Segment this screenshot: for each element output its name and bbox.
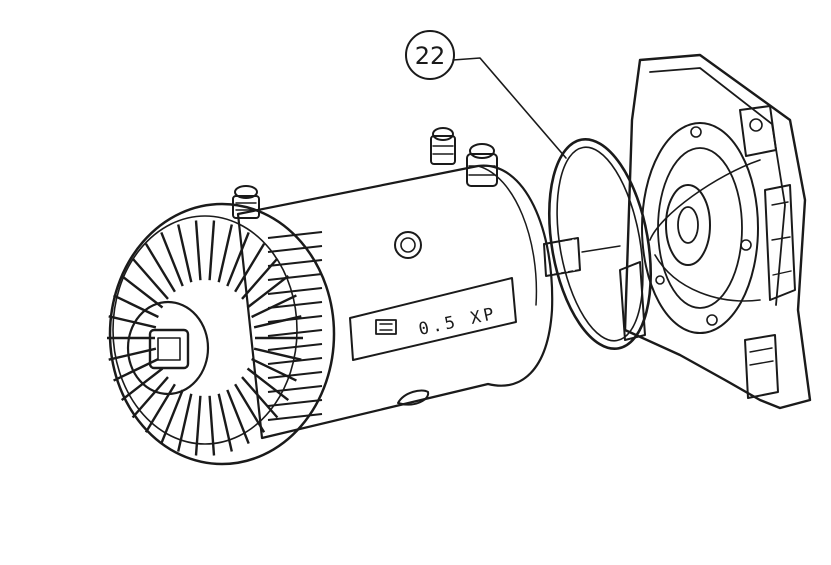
alignment-line bbox=[581, 245, 621, 253]
cooling-fin bbox=[267, 399, 323, 407]
top-lug bbox=[739, 105, 777, 157]
cooling-fin bbox=[217, 393, 233, 452]
cooling-fin bbox=[251, 294, 297, 319]
cooling-fin bbox=[267, 357, 323, 365]
motor-label-plate: 0.5 XP bbox=[349, 277, 517, 361]
cooling-fin bbox=[226, 231, 250, 287]
callout-22: 22 bbox=[405, 30, 567, 159]
cooling-fin bbox=[267, 315, 323, 323]
finned-end-cap bbox=[107, 202, 336, 466]
cooling-fin bbox=[194, 220, 202, 281]
cooling-fin bbox=[267, 287, 323, 295]
terminal-stud-right bbox=[466, 143, 498, 187]
callout-leader bbox=[452, 57, 567, 159]
cooling-fin bbox=[208, 220, 216, 281]
cooling-fin bbox=[241, 376, 279, 419]
cooling-fin bbox=[160, 231, 184, 287]
terminal-stud-left bbox=[232, 185, 260, 219]
cooling-fin bbox=[267, 259, 323, 267]
cooling-fin bbox=[226, 389, 250, 445]
cooling-fin bbox=[267, 343, 323, 351]
cooling-fin bbox=[267, 385, 323, 393]
cooling-fin bbox=[131, 376, 169, 419]
cooling-fin bbox=[267, 413, 323, 421]
cooling-fin bbox=[108, 315, 157, 329]
armature-shaft bbox=[543, 237, 581, 277]
mounting-holes bbox=[655, 126, 752, 326]
cooling-fin bbox=[217, 224, 233, 283]
side-bracket bbox=[764, 184, 796, 301]
mounting-bolt bbox=[394, 231, 422, 259]
cooling-fin bbox=[234, 383, 266, 433]
cooling-fin bbox=[194, 395, 202, 456]
cooling-fin bbox=[267, 245, 323, 253]
cooling-fin bbox=[267, 231, 323, 239]
vent-slot bbox=[397, 389, 430, 406]
cooling-fin bbox=[144, 243, 176, 293]
brush-holder bbox=[619, 261, 779, 399]
motor-icon bbox=[375, 319, 397, 335]
cooling-fin bbox=[131, 257, 169, 300]
cooling-fin bbox=[120, 274, 164, 309]
motor-body bbox=[236, 164, 554, 440]
cooling-fin bbox=[177, 393, 193, 452]
cooling-fin bbox=[267, 371, 323, 379]
cooling-fin bbox=[267, 329, 323, 337]
cooling-fin bbox=[234, 243, 266, 293]
cooling-fin bbox=[208, 395, 216, 456]
gear-housing bbox=[619, 53, 812, 410]
cooling-fin bbox=[177, 224, 193, 283]
cooling-fin bbox=[113, 294, 159, 319]
cooling-fin bbox=[267, 273, 323, 281]
cooling-fin bbox=[246, 274, 290, 309]
cooling-fin bbox=[144, 383, 176, 433]
cooling-fin bbox=[160, 389, 184, 445]
callout-number: 22 bbox=[415, 42, 446, 70]
terminal-stud-top bbox=[430, 127, 456, 165]
o-ring bbox=[547, 137, 653, 351]
motor-label-text: 0.5 XP bbox=[417, 304, 499, 340]
